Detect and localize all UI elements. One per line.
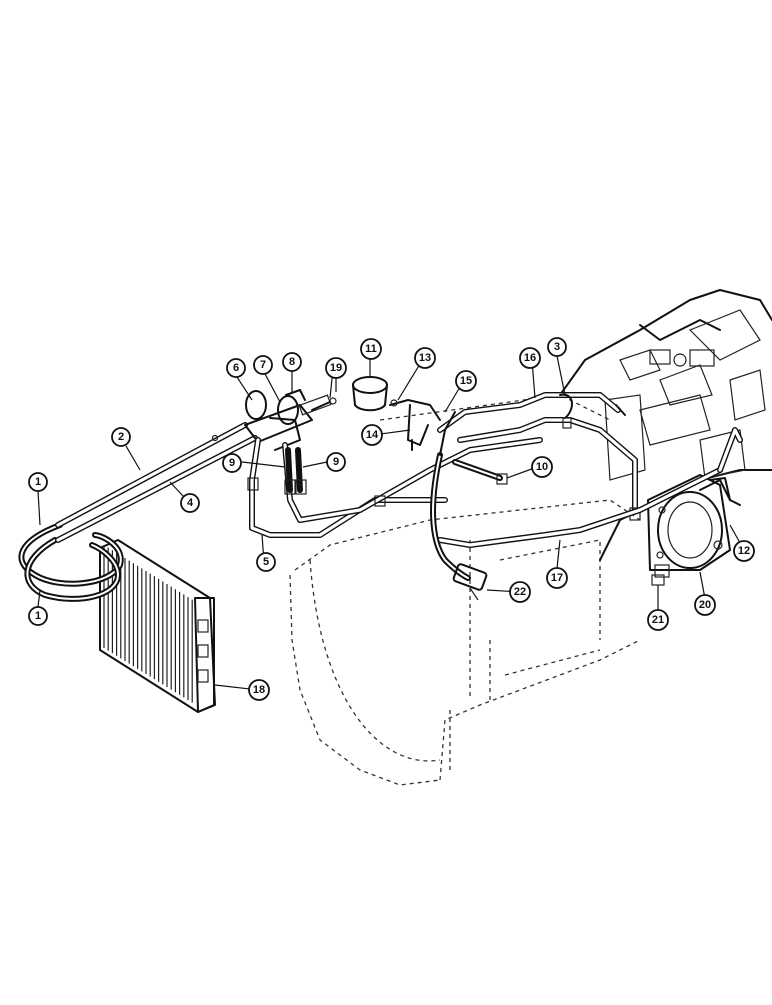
svg-text:12: 12	[738, 545, 750, 557]
svg-text:13: 13	[419, 352, 431, 364]
svg-text:19: 19	[330, 362, 342, 374]
svg-text:16: 16	[524, 352, 536, 364]
callout-8: 8	[282, 352, 302, 372]
svg-text:7: 7	[260, 359, 266, 371]
svg-text:21: 21	[652, 614, 664, 626]
callout-15: 15	[455, 370, 477, 392]
callout-22: 22	[509, 581, 531, 603]
cooler-hoses	[18, 522, 124, 602]
callout-17: 17	[546, 567, 568, 589]
svg-text:8: 8	[289, 356, 295, 368]
callout-11: 11	[360, 338, 382, 360]
svg-text:18: 18	[253, 684, 265, 696]
callout-9b: 9	[326, 452, 346, 472]
gearbox-assembly	[559, 289, 772, 561]
hydraulic-pump	[647, 474, 731, 578]
callout-10: 10	[531, 456, 553, 478]
svg-text:15: 15	[460, 375, 472, 387]
callout-3: 3	[547, 337, 567, 357]
svg-text:11: 11	[365, 343, 377, 355]
transmission-housing	[289, 394, 641, 786]
callout-2: 2	[111, 427, 131, 447]
callout-18: 18	[248, 679, 270, 701]
cooler-tubes	[55, 422, 258, 543]
svg-text:14: 14	[366, 429, 379, 441]
callout-21: 21	[647, 609, 669, 631]
callout-7: 7	[253, 355, 273, 375]
callout-1b: 1	[28, 606, 48, 626]
svg-text:20: 20	[699, 599, 711, 611]
callout-5: 5	[256, 552, 276, 572]
svg-text:2: 2	[118, 431, 124, 443]
filter-assembly	[352, 376, 441, 451]
callout-6: 6	[226, 358, 246, 378]
svg-text:9: 9	[229, 457, 235, 469]
svg-text:3: 3	[554, 341, 560, 353]
svg-text:9: 9	[333, 456, 339, 468]
callout-20: 20	[694, 594, 716, 616]
svg-text:17: 17	[551, 572, 563, 584]
callout-12: 12	[733, 540, 755, 562]
svg-text:1: 1	[35, 610, 41, 622]
svg-text:5: 5	[263, 556, 269, 568]
component-12	[709, 477, 741, 506]
callout-14: 14	[361, 424, 383, 446]
hydraulic-piping	[247, 392, 743, 581]
svg-text:1: 1	[35, 476, 41, 488]
callout-9a: 9	[222, 453, 242, 473]
valve-22	[452, 563, 488, 601]
oil-cooler	[99, 539, 216, 713]
svg-text:10: 10	[536, 461, 548, 473]
callout-19: 19	[325, 357, 347, 379]
callout-1a: 1	[28, 472, 48, 492]
svg-text:22: 22	[514, 586, 526, 598]
svg-text:4: 4	[187, 497, 194, 509]
callout-13: 13	[414, 347, 436, 369]
callout-bubbles: 1 1 2 3 4 5 6 7 8 9 9 10 11 12 13 14 15 …	[28, 337, 755, 701]
callout-16: 16	[519, 347, 541, 369]
svg-text:6: 6	[233, 362, 239, 374]
callout-4: 4	[180, 493, 200, 513]
